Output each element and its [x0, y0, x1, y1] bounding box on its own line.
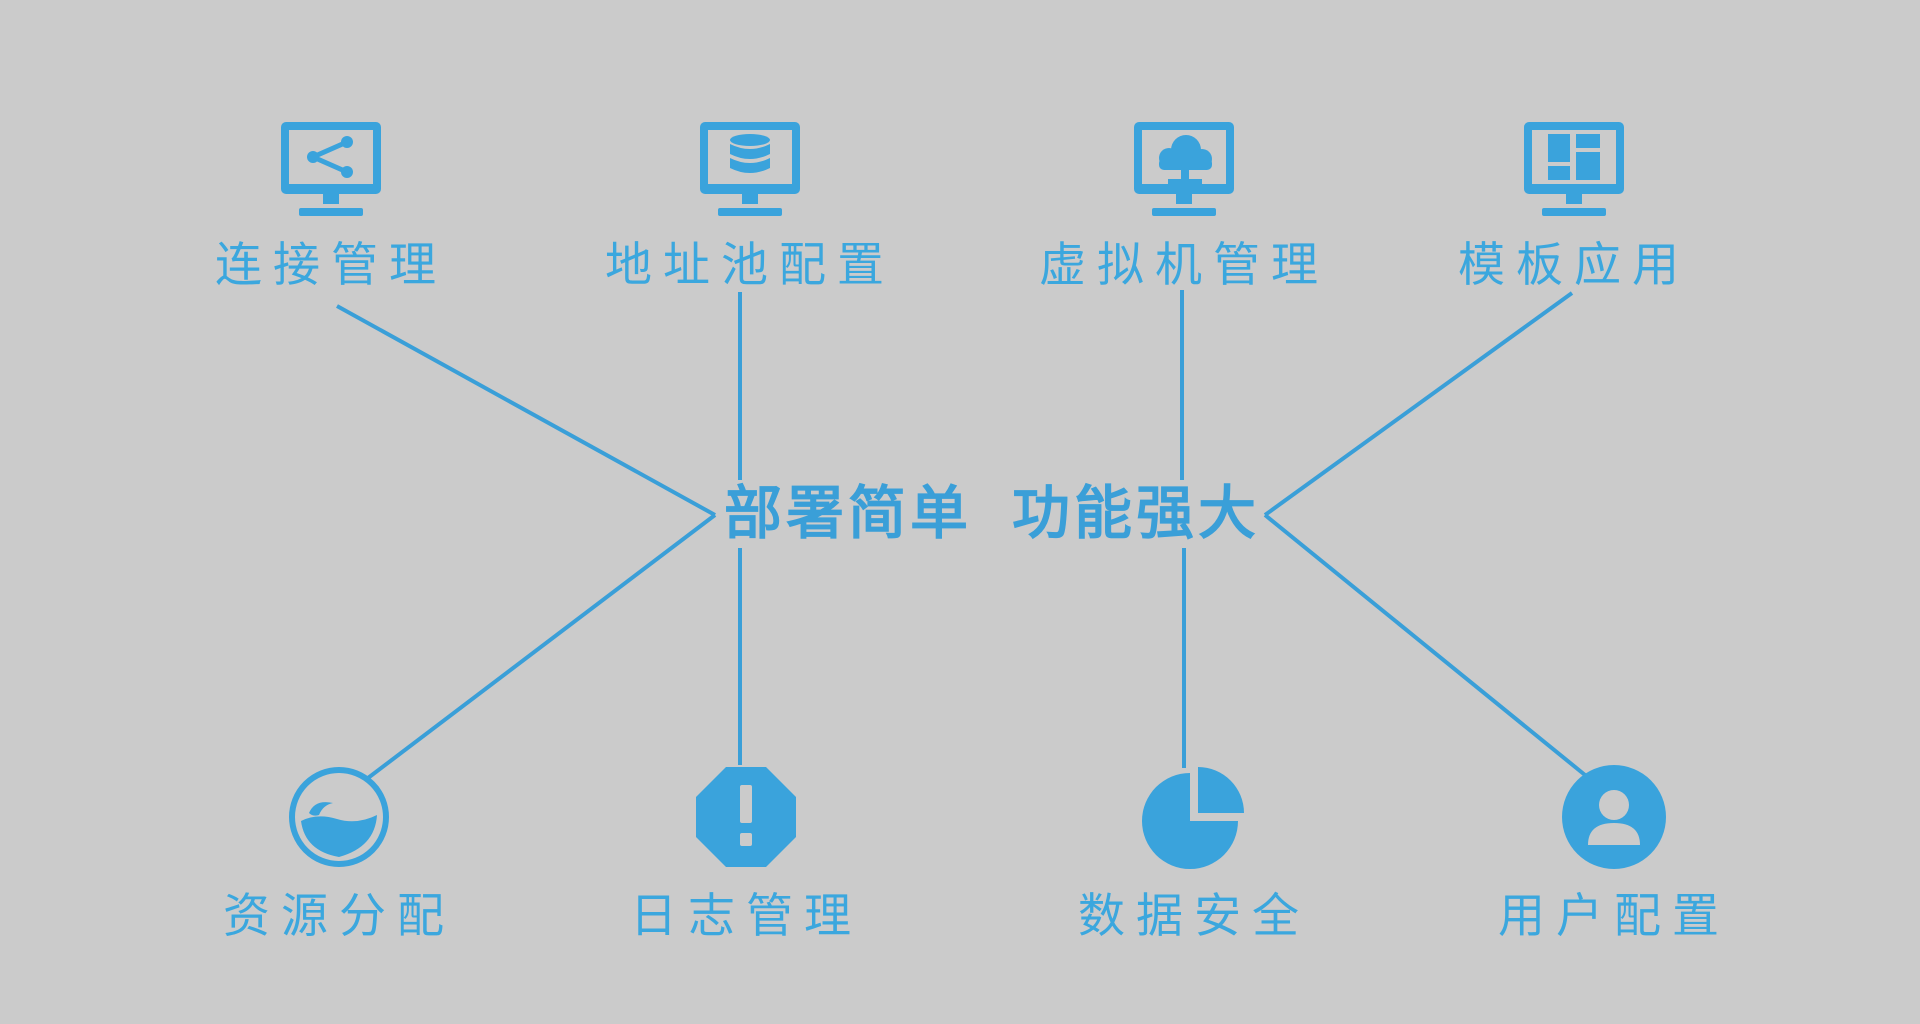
headline-part-1: 部署简单	[723, 479, 972, 547]
feature-label: 日志管理	[630, 889, 862, 944]
feature-label: 模板应用	[1458, 238, 1690, 293]
feature-vm-management[interactable]: 虚拟机管理	[1034, 118, 1334, 289]
headline-part-2: 功能强大	[1012, 479, 1261, 547]
feature-label: 连接管理	[215, 238, 447, 293]
feature-template-apply[interactable]: 模板应用	[1458, 118, 1690, 293]
feature-label: 用户配置	[1498, 889, 1730, 944]
monitor-cloud-icon	[1134, 122, 1234, 216]
feature-log-management[interactable]: 日志管理	[596, 765, 896, 940]
feature-label: 资源分配	[223, 889, 455, 944]
feature-label: 虚拟机管理	[1039, 238, 1329, 293]
monitor-database-icon	[700, 122, 800, 216]
pie-chart-icon	[1142, 767, 1244, 869]
feature-resource-allocation[interactable]: 资源分配	[214, 765, 464, 940]
feature-user-config[interactable]: 用户配置	[1469, 765, 1759, 940]
connector-line-resource-allocation	[366, 513, 717, 780]
monitor-layout-icon	[1524, 122, 1624, 216]
connector-line-connection-management	[336, 304, 716, 517]
connector-line-user-config	[1263, 513, 1587, 777]
feature-label: 地址池配置	[605, 238, 895, 293]
feature-label: 数据安全	[1078, 889, 1310, 944]
user-circle-icon	[1562, 765, 1666, 869]
resource-drop-icon	[289, 767, 389, 867]
alert-octagon-icon	[696, 767, 796, 867]
headline: 部署简单功能强大	[712, 478, 1272, 548]
feature-connection-management[interactable]: 连接管理	[215, 118, 436, 289]
feature-data-security[interactable]: 数据安全	[1044, 765, 1344, 940]
connector-line-template-apply	[1263, 291, 1574, 517]
monitor-share-icon	[281, 122, 381, 216]
feature-address-pool[interactable]: 地址池配置	[600, 118, 900, 289]
